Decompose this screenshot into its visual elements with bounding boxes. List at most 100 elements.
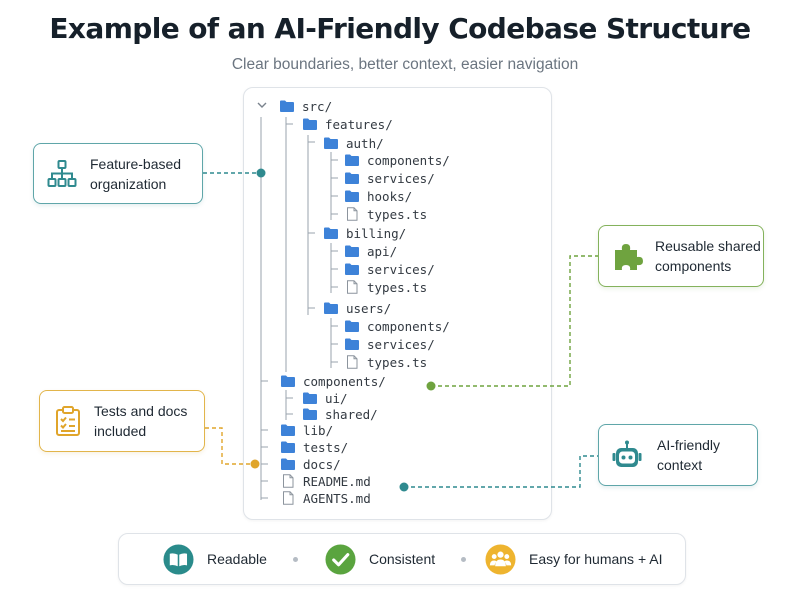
tree-node-components-ui[interactable]: ui/: [302, 389, 348, 407]
tree-node-components[interactable]: components/: [280, 372, 386, 390]
folder-icon: [303, 408, 317, 420]
tree-node-label: types.ts: [367, 279, 428, 295]
tree-node-label: components/: [303, 373, 386, 389]
tree-node-billing-services[interactable]: services/: [344, 260, 435, 278]
file-icon: [347, 280, 358, 294]
tree-node-auth-types[interactable]: types.ts: [344, 205, 427, 223]
reusable-connector-dot: [426, 381, 436, 391]
tree-node-label: types.ts: [367, 206, 428, 222]
footer-item-easy: Easy for humans + AI: [485, 543, 662, 575]
file-icon: [283, 474, 294, 488]
tree-node-auth[interactable]: auth/: [323, 134, 384, 152]
tree-node-agents[interactable]: AGENTS.md: [280, 489, 371, 507]
file-icon: [347, 355, 358, 369]
tree-node-users-services[interactable]: services/: [344, 335, 435, 353]
folder-icon: [345, 263, 359, 275]
file-icon: [283, 491, 294, 505]
tree-node-auth-hooks[interactable]: hooks/: [344, 187, 412, 205]
tree-guides: [260, 117, 338, 500]
tree-node-docs[interactable]: docs/: [280, 455, 341, 473]
callout-text: AI-friendly: [657, 437, 721, 453]
reusable-connector: [431, 255, 598, 387]
file-icon: [347, 207, 358, 221]
tree-node-readme[interactable]: README.md: [280, 472, 371, 490]
tree-node-tests[interactable]: tests/: [280, 438, 348, 456]
callout-text: Tests and docs: [94, 403, 188, 419]
footer-separator: [293, 557, 298, 562]
tree-node-label: README.md: [303, 473, 371, 489]
open-book-icon: [163, 543, 194, 575]
folder-icon: [281, 424, 295, 436]
folder-icon: [303, 392, 317, 404]
callout-text: Feature-based: [90, 155, 182, 172]
callout-text: organization: [90, 175, 167, 192]
tree-node-label: features/: [325, 116, 393, 132]
tree-node-label: services/: [367, 170, 435, 186]
tree-node-users-types[interactable]: types.ts: [344, 353, 427, 371]
callout-ai-friendly: AI-friendly context: [598, 424, 758, 486]
chevron-down-icon[interactable]: [257, 101, 267, 109]
robot-icon: [612, 440, 642, 467]
tree-node-label: components/: [367, 152, 450, 168]
folder-icon: [345, 154, 359, 166]
tree-node-label: tests/: [303, 439, 349, 455]
people-icon: [485, 543, 516, 575]
tree-node-label: billing/: [346, 225, 407, 241]
tree-node-billing-api[interactable]: api/: [344, 242, 397, 260]
callout-text: components: [655, 258, 732, 274]
tree-node-users-components[interactable]: components/: [344, 317, 450, 335]
folder-icon: [345, 190, 359, 202]
tree-node-auth-components[interactable]: components/: [344, 151, 450, 169]
callout-tests-docs: Tests and docs included: [39, 390, 205, 452]
tree-node-src[interactable]: src/: [279, 97, 332, 115]
footer-label: Readable: [207, 551, 267, 567]
callout-text: context: [657, 457, 703, 473]
tree-node-billing-types[interactable]: types.ts: [344, 278, 427, 296]
tree-node-auth-services[interactable]: services/: [344, 169, 435, 187]
callout-reusable-shared: Reusable shared components: [598, 225, 764, 287]
folder-icon: [281, 375, 295, 387]
hierarchy-icon: [47, 159, 77, 187]
tree-node-label: lib/: [303, 422, 334, 438]
folder-icon: [345, 338, 359, 350]
tree-node-label: types.ts: [367, 354, 428, 370]
tree-node-components-shared[interactable]: shared/: [302, 405, 378, 423]
folder-icon: [324, 137, 338, 149]
puzzle-piece-icon: [615, 244, 643, 270]
footer-separator: [461, 557, 466, 562]
tree-node-label: services/: [367, 336, 435, 352]
tree-node-label: auth/: [346, 135, 384, 151]
callout-text: Reusable shared: [655, 238, 761, 254]
footer-item-readable: Readable: [163, 543, 267, 575]
callout-text: included: [94, 423, 147, 439]
footer-label: Consistent: [369, 551, 436, 567]
tree-node-label: ui/: [325, 390, 348, 406]
tree-node-label: AGENTS.md: [303, 490, 371, 506]
ai-connector-dot: [399, 482, 409, 492]
clipboard-checklist-icon: [56, 406, 80, 436]
tree-node-label: hooks/: [367, 188, 413, 204]
folder-icon: [324, 227, 338, 239]
folder-icon: [345, 245, 359, 257]
tree-node-label: components/: [367, 318, 450, 334]
tree-node-lib[interactable]: lib/: [280, 421, 333, 439]
callout-feature-based: Feature-based organization: [33, 143, 203, 204]
tree-node-users[interactable]: users/: [323, 299, 391, 317]
folder-icon: [281, 441, 295, 453]
tests-connector-dot: [250, 459, 260, 469]
folder-icon: [303, 118, 317, 130]
tree-node-billing[interactable]: billing/: [323, 224, 406, 242]
tree-node-label: api/: [367, 243, 398, 259]
tree-node-features[interactable]: features/: [302, 115, 393, 133]
tests-connector: [205, 427, 255, 465]
footer-label: Easy for humans + AI: [529, 551, 663, 567]
tree-node-label: shared/: [325, 406, 378, 422]
folder-icon: [324, 302, 338, 314]
ai-connector: [404, 455, 598, 488]
tree-node-label: users/: [346, 300, 392, 316]
page-subtitle: Clear boundaries, better context, easier…: [231, 56, 579, 73]
folder-icon: [281, 458, 295, 470]
folder-icon: [345, 320, 359, 332]
footer-bar: Readable Consistent Easy for humans + AI: [118, 533, 686, 585]
